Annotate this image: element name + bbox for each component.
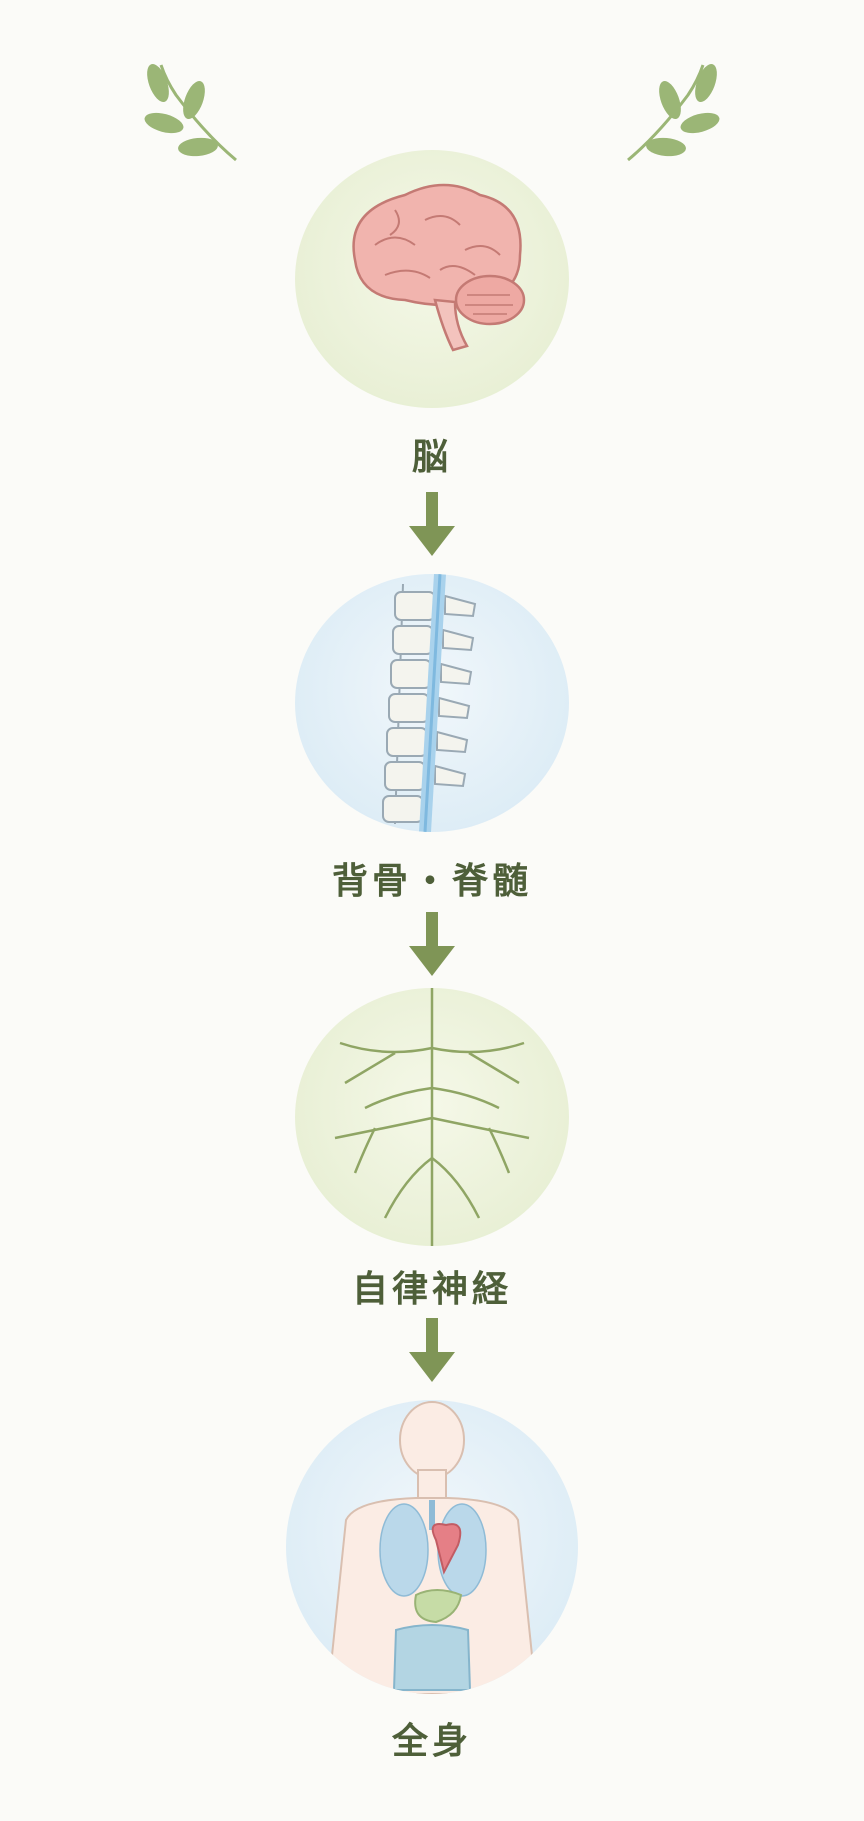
nerve-circle	[295, 988, 569, 1246]
body-circle	[286, 1400, 578, 1694]
step-label-autonomic-nerves: 自律神経	[351, 1269, 512, 1310]
brain-circle	[295, 150, 569, 408]
step-label-brain: 脳	[411, 437, 452, 478]
step-label-spine: 背骨・脊髄	[331, 861, 532, 902]
arrow-down-icon	[409, 912, 455, 976]
leaf-sprig-left-icon	[144, 63, 237, 162]
brain-icon	[352, 183, 526, 352]
step-label-whole-body: 全身	[391, 1721, 472, 1762]
spine-icon	[382, 574, 477, 832]
arrow-down-icon	[409, 1318, 455, 1382]
arrow-down-icon	[409, 492, 455, 556]
body-icon	[326, 1401, 538, 1694]
spine-circle	[295, 574, 569, 832]
leaf-sprig-right-icon	[627, 63, 720, 162]
nerve-icon	[334, 988, 530, 1246]
